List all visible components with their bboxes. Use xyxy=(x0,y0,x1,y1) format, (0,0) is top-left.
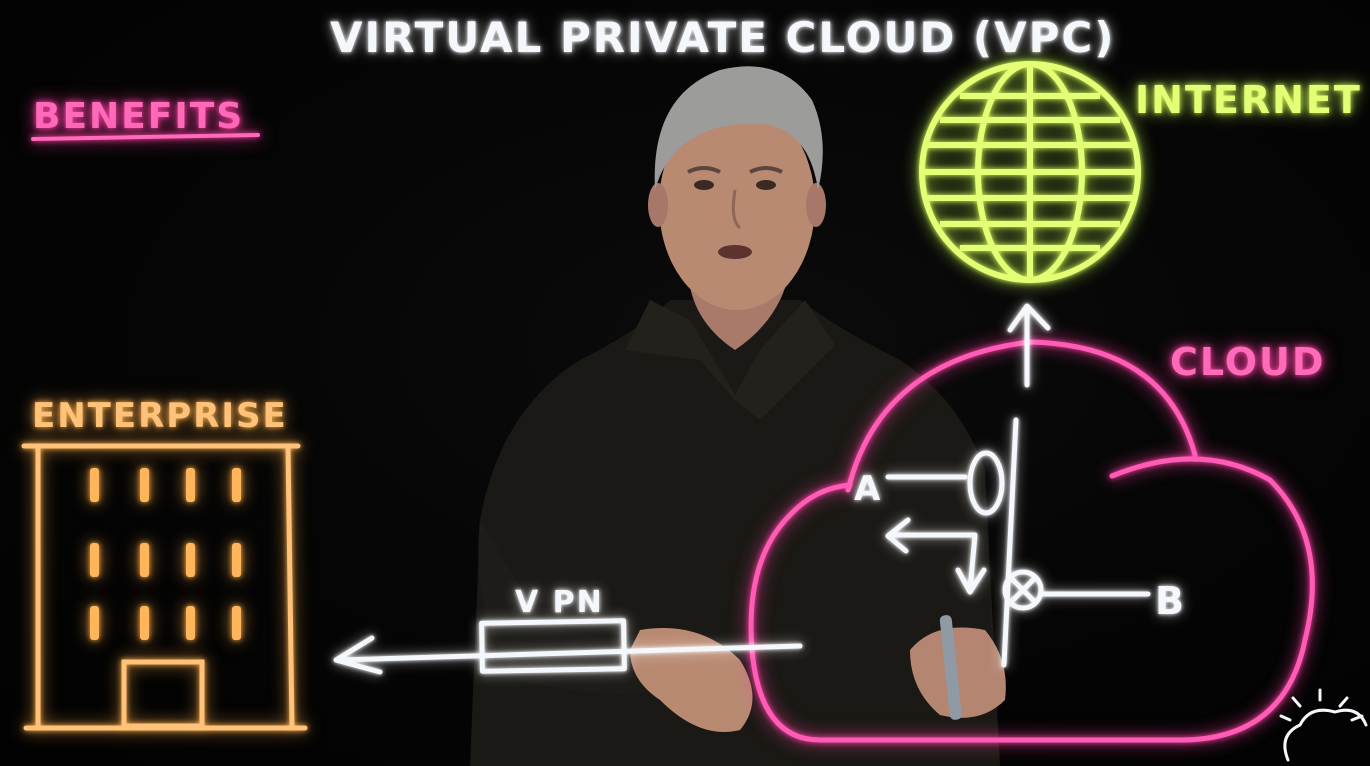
presenter-eye-right xyxy=(756,180,776,190)
vpn-label: V PN xyxy=(515,585,604,620)
vpc-routing-diagram xyxy=(885,417,1151,668)
page-title: VIRTUAL PRIVATE CLOUD (VPC) xyxy=(330,13,1115,62)
cloud-icon xyxy=(748,339,1315,743)
presenter-left-hand xyxy=(630,628,753,732)
presenter-right-hand xyxy=(910,627,1006,718)
open-node xyxy=(967,450,1005,516)
benefits-underline xyxy=(31,133,260,141)
presenter-brow-left xyxy=(687,166,721,174)
cloud-sun-logo-icon xyxy=(1279,688,1368,762)
bent-arrow xyxy=(887,532,978,593)
blocked-node-cross-2 xyxy=(1008,575,1038,605)
building-windows xyxy=(90,468,241,640)
blocked-node xyxy=(1002,569,1044,611)
label-a: A xyxy=(854,469,882,509)
presenter-left-ear xyxy=(648,183,668,227)
internet-label: INTERNET xyxy=(1135,78,1362,122)
benefits-section: BENEFITS xyxy=(31,96,260,141)
vpn-tunnel-box xyxy=(479,618,627,674)
globe-icon xyxy=(919,61,1141,283)
presenter-brow-right xyxy=(749,166,783,174)
vpn-tunnel xyxy=(333,618,803,675)
label-b: B xyxy=(1155,579,1186,623)
bent-arrow-head-down xyxy=(955,567,987,595)
enterprise-label: ENTERPRISE xyxy=(32,396,288,436)
presenter-eye-left xyxy=(694,180,714,190)
internet-globe xyxy=(919,61,1141,283)
cloud-label: CLOUD xyxy=(1170,340,1325,384)
vpn-arrow-head xyxy=(333,635,383,675)
vpn-line xyxy=(337,643,803,663)
presenter-right-ear xyxy=(806,183,826,227)
cloud-to-internet-arrow xyxy=(1007,303,1051,388)
presenter-collar xyxy=(625,300,835,420)
presenter-face xyxy=(659,100,815,310)
bent-arrow-head-left xyxy=(885,517,911,554)
benefits-heading: BENEFITS xyxy=(33,96,244,137)
presenter-mouth xyxy=(718,245,752,259)
building-icon xyxy=(21,443,308,731)
presenter-hair xyxy=(654,66,823,190)
subnet-divider xyxy=(1001,417,1019,668)
marker-pen xyxy=(939,615,962,720)
presenter-nose xyxy=(731,189,742,230)
